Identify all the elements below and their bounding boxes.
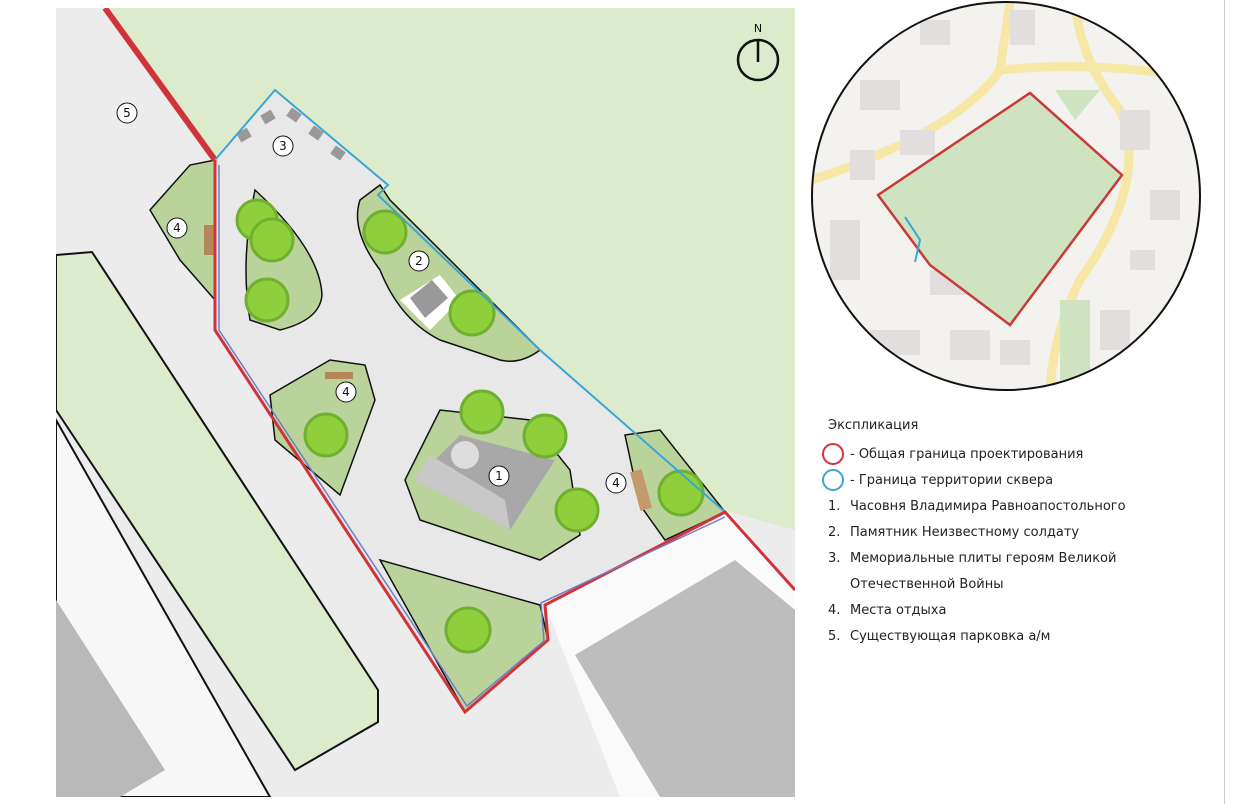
building xyxy=(56,600,165,797)
red-ring-icon xyxy=(822,443,844,465)
legend-title: Экспликация xyxy=(828,418,919,433)
green-strip xyxy=(56,250,379,772)
location-inset xyxy=(812,2,1200,390)
chapel xyxy=(415,435,555,530)
legend-boundary-project: - Общая граница проектирования xyxy=(822,441,1126,467)
legend-num: 4. xyxy=(828,602,841,618)
legend-label: Места отдыха xyxy=(850,602,947,618)
legend-item: 3. Мемориальные плиты героям Великой xyxy=(828,545,1126,571)
legend-item: 1. Часовня Владимира Равноапостольного xyxy=(828,493,1126,519)
label-4-text: 4 xyxy=(342,385,350,399)
legend-item: 5. Существующая парковка а/м xyxy=(828,623,1126,649)
label-1: 1 xyxy=(488,465,510,487)
legend: Экспликация - Общая граница проектирован… xyxy=(822,418,1126,649)
label-3-text: 3 xyxy=(279,139,287,153)
legend-item: 2. Памятник Неизвестному солдату xyxy=(828,519,1126,545)
legend-num: 1. xyxy=(828,498,841,514)
project-boundary xyxy=(213,160,795,715)
legend-num: 2. xyxy=(828,524,841,540)
legend-item: 4. Места отдыха xyxy=(828,597,1126,623)
legend-label: Мемориальные плиты героям Великой xyxy=(850,550,1117,566)
legend-item: Отечественной Войны xyxy=(828,571,1126,597)
legend-label: Отечественной Войны xyxy=(850,576,1004,592)
legend-label: Существующая парковка а/м xyxy=(850,628,1051,644)
monument xyxy=(410,280,448,318)
label-4-text: 4 xyxy=(612,476,620,490)
building xyxy=(575,560,795,797)
label-1-text: 1 xyxy=(495,469,503,483)
blue-ring-icon xyxy=(822,469,844,491)
page-border xyxy=(1224,0,1225,804)
legend-label: - Граница территории сквера xyxy=(850,472,1054,488)
label-4-text: 4 xyxy=(173,221,181,235)
square-boundary xyxy=(214,88,726,513)
label-2-text: 2 xyxy=(415,254,423,268)
north-arrow-icon: N xyxy=(736,22,780,82)
legend-label: Часовня Владимира Равноапостольного xyxy=(850,498,1126,514)
legend-label: - Общая граница проектирования xyxy=(850,446,1084,462)
legend-boundary-square: - Граница территории сквера xyxy=(822,467,1126,493)
legend-num: 3. xyxy=(828,550,841,566)
label-5-text: 5 xyxy=(123,106,131,120)
trees xyxy=(235,198,705,654)
north-label: N xyxy=(754,22,762,35)
legend-num: 5. xyxy=(828,628,841,644)
legend-label: Памятник Неизвестному солдату xyxy=(850,524,1080,540)
